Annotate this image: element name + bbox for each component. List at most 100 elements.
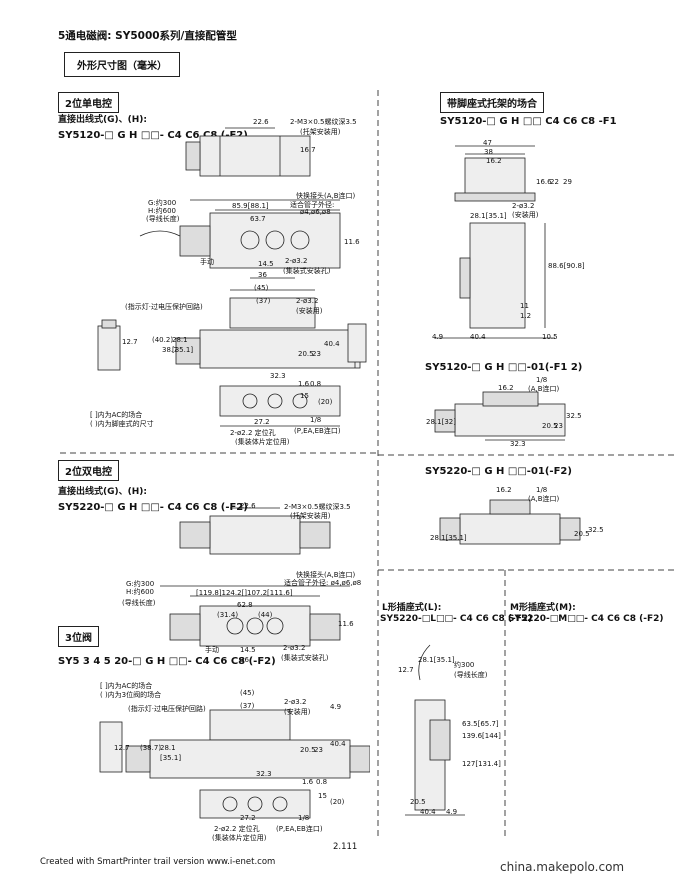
s-d26: 40.4 [324, 340, 340, 348]
t-d7: (38.7) [140, 744, 162, 752]
s-d7: 快换接头(A,B连口) [296, 192, 356, 200]
bracket-drawing [435, 145, 555, 339]
d-lead: G:约300 [126, 580, 155, 588]
t-d11: 23 [314, 746, 323, 754]
d-manual: 手动 [205, 646, 219, 654]
double01-model: SY5220-□ G H □□-01(-F2) [425, 466, 572, 477]
f-d5: 20.5 [542, 422, 558, 430]
l-d10: 4.9 [446, 808, 458, 816]
b-d14: 40.4 [470, 333, 486, 341]
t-note1: [ ]内为AC的场合 [100, 682, 153, 690]
t-d14: 1.6 [302, 778, 314, 786]
single-drawing [139, 127, 361, 427]
three-model: SY5 3 4 5 20-□ G H □□- C4 C6 C8 (-F2) [58, 656, 276, 667]
bracket-model: SY5120-□ G H □□ C4 C6 C8 -F1 [440, 116, 617, 127]
dd-d6: 32.5 [588, 526, 604, 534]
l-d3: 约300 [454, 661, 475, 669]
dd-d5: 20.5 [574, 530, 590, 538]
f-d2: 1/8 [536, 376, 548, 384]
d-d2: 2-M3×0.5螺纹深3.5 [284, 503, 351, 511]
s-note1: [ ]内为AC的场合 [90, 411, 143, 419]
s-d27: 32.3 [270, 372, 286, 380]
l-d7: 127[131.4] [462, 760, 501, 768]
s-d20: 38.7 [162, 346, 178, 354]
lplug-drawing [405, 644, 465, 816]
dd-d4: 28.1[35.1] [430, 534, 467, 542]
s-d23: 12.7 [122, 338, 138, 346]
s-d8: 适合管子外径: [290, 201, 335, 209]
s-d14: (集装式安装孔) [283, 267, 331, 275]
l-d5: 63.5[65.7] [462, 720, 499, 728]
f-d4: 28.1[32] [426, 418, 456, 426]
f12-drawing [434, 391, 566, 441]
d-d12: 36 [240, 656, 249, 664]
b-d15: 10.5 [542, 333, 558, 341]
single-left-view [97, 319, 121, 371]
section-label-three: 3位阀 [58, 626, 99, 647]
s-d19: (40.2) [152, 336, 174, 344]
d-d13: 2-ø3.2 [283, 644, 306, 652]
double01-drawing [439, 499, 581, 545]
t-d1: (45) [240, 689, 255, 697]
s-d1: 22.6 [253, 118, 269, 126]
t-d22: (P,EA,EB连口) [276, 825, 323, 833]
s-d32: 27.2 [254, 418, 270, 426]
s-lead3: (导线长度) [146, 215, 180, 223]
d-d9: (44) [258, 611, 273, 619]
s-d29: (20) [318, 398, 333, 406]
mplug-model: SY5220-□M□□- C4 C6 C8 (-F2) [508, 614, 664, 624]
f-d3: (A,B连口) [528, 385, 560, 393]
page-title: 5通电磁阀: SY5000系列/直接配管型 [58, 30, 237, 42]
f-d1: 16.2 [498, 384, 514, 392]
d-d3: (托架安装用) [290, 512, 331, 520]
b-d2: 38 [484, 148, 493, 156]
t-d19: 1/8 [298, 814, 310, 822]
b-d5: 22 [550, 178, 559, 186]
b-d9: 28.1[35.1] [470, 212, 507, 220]
s-manual: 手动 [200, 258, 214, 266]
s-d17: 2-ø3.2 [296, 297, 319, 305]
l-d8: 20.5 [410, 798, 426, 806]
s-d3: (托架安装用) [300, 128, 341, 136]
d-d14: (集装式安装孔) [281, 654, 329, 662]
s-d11: 14.5 [258, 260, 274, 268]
l-d1: 28.1[35.1] [418, 656, 455, 664]
s-d9: ø4,ø6,ø8 [300, 208, 331, 216]
s-d30: 0.8 [310, 380, 322, 388]
s-d25: 23 [312, 350, 321, 358]
s-d21: 28.1 [172, 336, 188, 344]
s-d31: 1.6 [298, 380, 310, 388]
d-d6: [119.8]124.2[]107.2[111.6] [196, 589, 293, 597]
s-ind: (指示灯·过电压保护回路) [125, 303, 203, 311]
s-d12: 36 [258, 271, 267, 279]
b-d4: 16.6 [536, 178, 552, 186]
subtitle-box: 外形尺寸图（毫米） [64, 52, 180, 77]
double-model: SY5220-□ G H □□- C4 C6 C8 (-F2) [58, 502, 248, 513]
lplug-model: SY5220-□L□□- C4 C6 C8 (-F2) [380, 614, 533, 624]
t-d21: (集装体片定位用) [212, 834, 267, 842]
d-d7: 62.8 [237, 601, 253, 609]
s-d4: 16.7 [300, 146, 316, 154]
d-d8: (31.4) [217, 611, 239, 619]
d-d5: 适合管子外径: ø4,ø6,ø8 [284, 579, 362, 587]
d-d4: 快换接头(A,B连口) [296, 571, 356, 579]
single-model: SY5120-□ G H □□- C4 C6 C8 (-F2) [58, 130, 248, 141]
f-d7: 32.5 [566, 412, 582, 420]
lplug-label: L形插座式(L): [382, 603, 442, 613]
dd-d1: 16.2 [496, 486, 512, 494]
d-lead2: H:约600 [126, 588, 154, 596]
t-note2: ( )内为3位阀的场合 [100, 691, 162, 699]
l-d2: 12.7 [398, 666, 414, 674]
t-d2: (37) [240, 702, 255, 710]
b-d6: 29 [563, 178, 572, 186]
t-d16: 15 [318, 792, 327, 800]
t-d13: 32.3 [256, 770, 272, 778]
s-d35: 2-ø2.2 定位孔 [230, 429, 276, 437]
page-number: 2.111 [333, 842, 358, 852]
s-d33: 1/8 [310, 416, 322, 424]
footer-credit: Created with SmartPrinter trail version … [40, 857, 276, 867]
mplug-label: M形插座式(M): [510, 603, 576, 613]
b-d11: 11 [520, 302, 529, 310]
f-d6: 23 [554, 422, 563, 430]
t-d4: (安装用) [284, 708, 311, 716]
